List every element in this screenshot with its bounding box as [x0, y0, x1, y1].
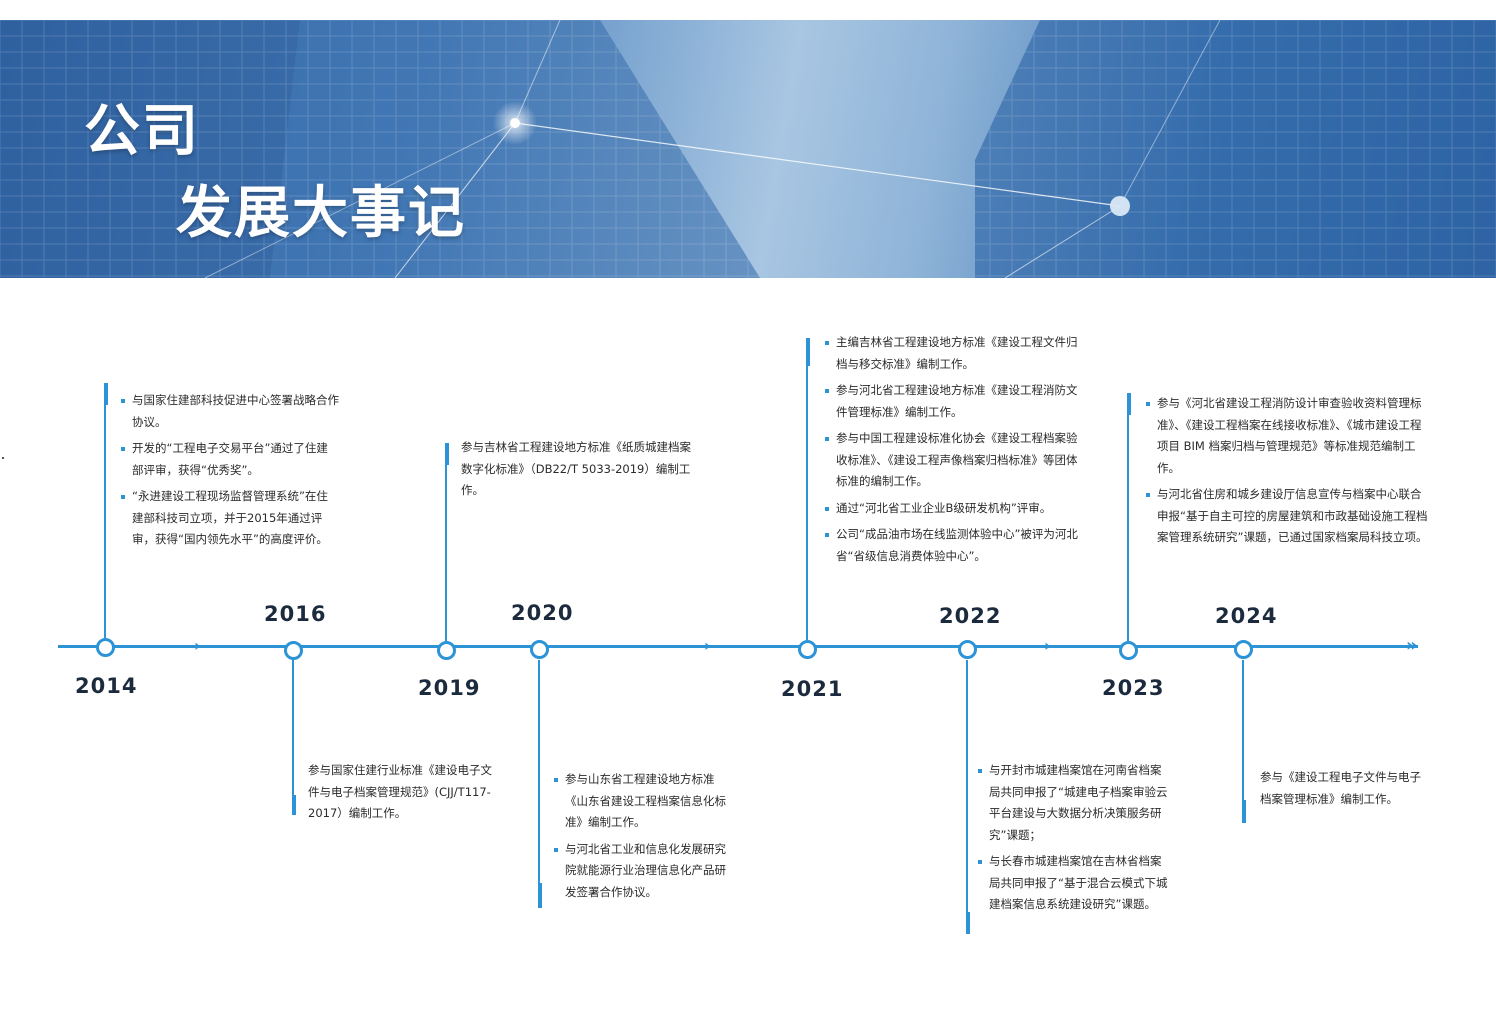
timeline-node-2019	[437, 641, 456, 660]
timeline-node-2024	[1234, 640, 1253, 659]
year-label-2020: 2020	[511, 601, 574, 625]
event-item: 与河北省工业和信息化发展研究院就能源行业治理信息化产品研发签署合作协议。	[554, 839, 732, 904]
accent-bar	[538, 883, 542, 908]
year-label-2022: 2022	[939, 604, 1002, 628]
banner-background-graphic	[0, 20, 1496, 278]
event-item: 参与吉林省工程建设地方标准《纸质城建档案数字化标准》（DB22/T 5033-2…	[461, 440, 691, 497]
event-item: 参与《河北省建设工程消防设计审查验收资料管理标准》、《建设工程档案在线接收标准》…	[1146, 393, 1428, 479]
accent-bar	[1127, 393, 1131, 415]
event-item: 通过“河北省工业企业B级研发机构”评审。	[825, 498, 1087, 520]
events-2016: 参与国家住建行业标准《建设电子文件与电子档案管理规范》(CJJ/T117-201…	[308, 760, 500, 830]
arrow-chevron-icon: ›	[194, 636, 201, 655]
event-item: 与国家住建部科技促进中心签署战略合作协议。	[121, 390, 339, 433]
connector-2014	[104, 383, 106, 638]
connector-2016	[292, 660, 294, 815]
timeline-node-2023	[1119, 641, 1138, 660]
event-item: 参与山东省工程建设地方标准《山东省建设工程档案信息化标准》编制工作。	[554, 769, 732, 834]
year-label-2024: 2024	[1215, 604, 1278, 628]
stray-mark	[2, 457, 4, 459]
timeline-node-2014	[96, 638, 115, 657]
timeline-node-2016	[284, 641, 303, 660]
connector-2020	[538, 660, 540, 908]
event-item: 主编吉林省工程建设地方标准《建设工程文件归档与移交标准》编制工作。	[825, 332, 1087, 375]
connector-2019	[445, 443, 447, 641]
event-item: 参与《建设工程电子文件与电子档案管理标准》编制工作。	[1260, 770, 1421, 806]
year-label-2019: 2019	[418, 676, 481, 700]
page-title-line1: 公司	[84, 99, 200, 164]
event-item: 参与河北省工程建设地方标准《建设工程消防文件管理标准》编制工作。	[825, 380, 1087, 423]
accent-bar	[1242, 800, 1246, 823]
accent-bar	[806, 338, 810, 366]
year-label-2023: 2023	[1102, 676, 1165, 700]
accent-bar	[445, 443, 449, 465]
event-item: 与长春市城建档案馆在吉林省档案局共同申报了“基于混合云模式下城建档案信息系统建设…	[978, 851, 1168, 916]
year-label-2014: 2014	[75, 674, 138, 698]
event-item: 与开封市城建档案馆在河南省档案局共同申报了“城建电子档案审验云平台建设与大数据分…	[978, 760, 1168, 846]
connector-2021	[806, 338, 808, 640]
connector-2023	[1127, 393, 1129, 641]
connector-2024	[1242, 660, 1244, 823]
accent-bar	[104, 383, 108, 405]
timeline-axis	[58, 645, 1418, 648]
events-2024: 参与《建设工程电子文件与电子档案管理标准》编制工作。	[1260, 767, 1422, 815]
arrow-chevron-icon: ›	[704, 636, 711, 655]
accent-bar	[292, 795, 296, 815]
year-label-2016: 2016	[264, 602, 327, 626]
events-2014: 与国家住建部科技促进中心签署战略合作协议。 开发的“工程电子交易平台”通过了住建…	[121, 390, 339, 556]
event-item: 与河北省住房和城乡建设厅信息宣传与档案中心联合申报“基于自主可控的房屋建筑和市政…	[1146, 484, 1428, 549]
event-item: 开发的“工程电子交易平台”通过了住建部评审，获得“优秀奖”。	[121, 438, 339, 481]
arrow-chevron-icon: ›	[1044, 636, 1051, 655]
events-2023: 参与《河北省建设工程消防设计审查验收资料管理标准》、《建设工程档案在线接收标准》…	[1146, 393, 1428, 554]
event-item: 参与中国工程建设标准化协会《建设工程档案验收标准》、《建设工程声像档案归档标准》…	[825, 428, 1087, 493]
page-title-line2: 发展大事记	[176, 181, 466, 246]
events-2022: 与开封市城建档案馆在河南省档案局共同申报了“城建电子档案审验云平台建设与大数据分…	[978, 760, 1168, 921]
year-label-2021: 2021	[781, 677, 844, 701]
accent-bar	[966, 912, 970, 934]
axis-end-double-chevron-icon: »	[1406, 635, 1418, 656]
events-2020: 参与山东省工程建设地方标准《山东省建设工程档案信息化标准》编制工作。 与河北省工…	[554, 769, 732, 908]
events-2019: 参与吉林省工程建设地方标准《纸质城建档案数字化标准》（DB22/T 5033-2…	[461, 437, 701, 507]
event-item: 参与国家住建行业标准《建设电子文件与电子档案管理规范》(CJJ/T117-201…	[308, 763, 492, 820]
timeline-node-2020	[530, 640, 549, 659]
events-2021: 主编吉林省工程建设地方标准《建设工程文件归档与移交标准》编制工作。 参与河北省工…	[825, 332, 1087, 572]
connector-2022	[966, 660, 968, 934]
timeline-node-2022	[958, 640, 977, 659]
timeline-node-2021	[798, 640, 817, 659]
event-item: “永进建设工程现场监督管理系统”在住建部科技司立项，并于2015年通过评审，获得…	[121, 486, 339, 551]
header-banner: 公司 发展大事记	[0, 20, 1496, 278]
event-item: 公司“成品油市场在线监测体验中心”被评为河北省“省级信息消费体验中心”。	[825, 524, 1087, 567]
